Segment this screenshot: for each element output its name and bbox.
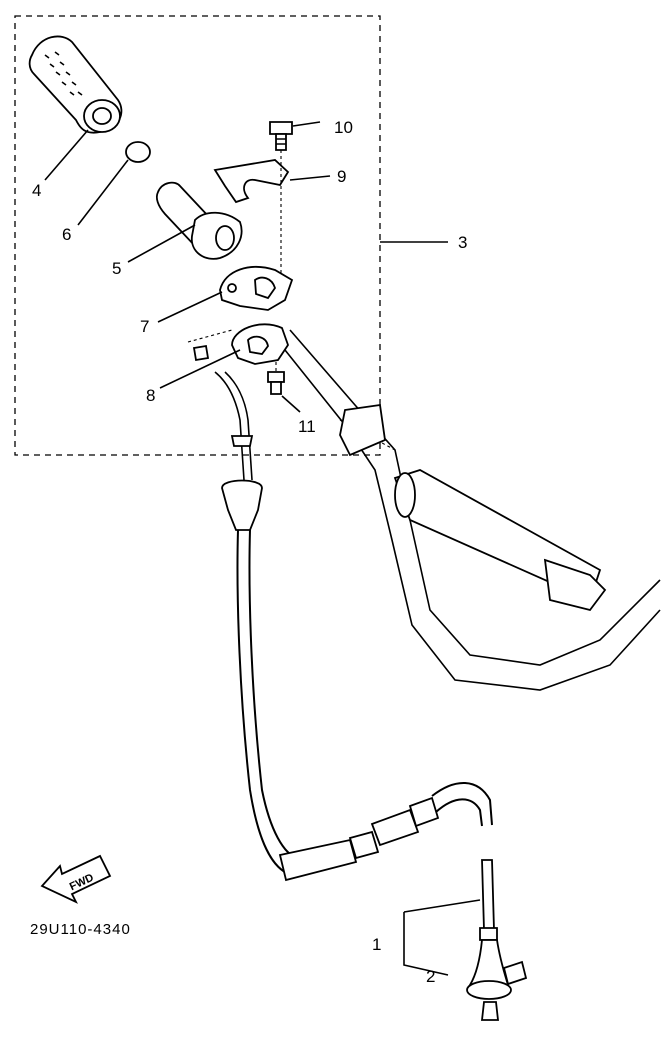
throttle-assembly-boundary: [14, 15, 381, 456]
throttle-tube-part: [155, 181, 243, 260]
fwd-arrow-icon: FWD: [40, 854, 112, 904]
leader-lines: [44, 121, 481, 976]
grip-part: [28, 35, 123, 134]
callout-10: 10: [334, 118, 353, 137]
callout-2: 2: [426, 967, 435, 986]
callout-6: 6: [62, 225, 71, 244]
housing-lower-part: [231, 323, 289, 365]
catalog-code: 29U110-4340: [30, 921, 131, 938]
callout-5: 5: [112, 259, 121, 278]
callout-11: 11: [298, 417, 316, 436]
screw-top-part: [269, 121, 293, 282]
callout-8: 8: [146, 386, 155, 405]
callout-4: 4: [32, 181, 41, 200]
callout-7: 7: [140, 317, 149, 336]
screw-bottom-part: [267, 362, 285, 395]
callout-3: 3: [458, 233, 467, 252]
cable-guide-part: [213, 159, 290, 204]
throttle-cable: [214, 371, 528, 1021]
handlebar: [284, 329, 661, 691]
grip-end-cap-part: [125, 141, 151, 163]
callout-9: 9: [337, 167, 346, 186]
housing-upper-part: [219, 266, 294, 311]
callout-1: 1: [372, 935, 381, 954]
housing-screw-left: [187, 329, 233, 362]
